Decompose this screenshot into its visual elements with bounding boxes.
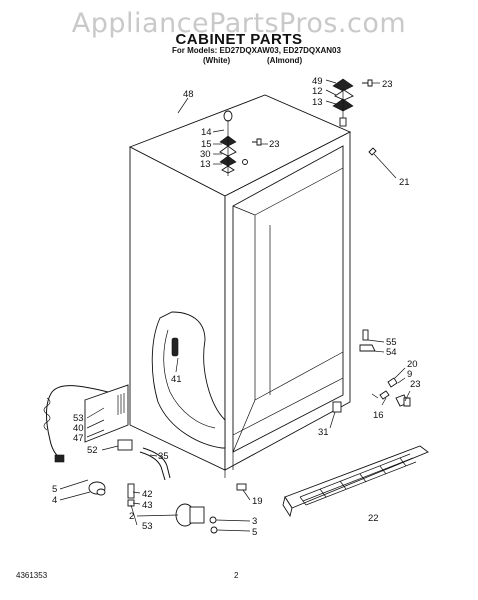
- callout-16: 16: [373, 410, 384, 421]
- callout-42: 42: [142, 489, 153, 500]
- callout-23b: 23: [269, 139, 280, 150]
- callout-12: 12: [312, 86, 323, 97]
- callout-15: 15: [201, 139, 212, 150]
- callout-41: 41: [171, 374, 182, 385]
- callout-53b: 53: [142, 521, 153, 532]
- callout-54: 54: [386, 347, 397, 358]
- cabinet-shell: [128, 94, 352, 478]
- callout-49: 49: [312, 76, 323, 87]
- electrical-components: [43, 384, 342, 534]
- document-number: 4361353: [16, 571, 48, 580]
- callout-55: 55: [386, 337, 397, 348]
- callout-43: 43: [142, 500, 153, 511]
- callout-22: 22: [368, 513, 379, 524]
- top-right-hinge-stack: [332, 78, 354, 127]
- callout-19: 19: [252, 496, 263, 507]
- callout-40: 40: [73, 423, 84, 434]
- callout-53: 53: [73, 413, 84, 424]
- watermark: AppliancePartsPros.com: [71, 8, 407, 39]
- callout-47: 47: [73, 433, 84, 444]
- callout-2: 2: [129, 511, 134, 522]
- callout-23: 23: [382, 79, 393, 90]
- page-number: 2: [234, 571, 239, 580]
- callout-30: 30: [200, 149, 211, 160]
- callout-13b: 13: [200, 159, 211, 170]
- callout-35: 35: [158, 451, 169, 462]
- almond-label: (Almond): [267, 56, 303, 65]
- callout-14: 14: [201, 127, 212, 138]
- callout-9: 9: [407, 369, 412, 380]
- callout-20: 20: [407, 359, 418, 370]
- callout-21: 21: [399, 177, 410, 188]
- white-label: (White): [203, 56, 231, 65]
- screws: [252, 79, 377, 156]
- callout-23c: 23: [410, 379, 421, 390]
- models-line: For Models: ED27DQXAW03, ED27DQXAN03: [172, 46, 341, 55]
- leader-lines: [59, 79, 411, 532]
- page-title: CABINET PARTS: [175, 31, 303, 48]
- callout-5b: 5: [252, 527, 257, 538]
- right-side-brackets: [359, 329, 411, 407]
- callout-52: 52: [87, 445, 98, 456]
- center-hinge-stack: [219, 110, 248, 176]
- callout-13: 13: [312, 97, 323, 108]
- callout-5: 5: [52, 484, 57, 495]
- callout-31: 31: [318, 427, 329, 438]
- base-grille: [282, 445, 429, 518]
- callout-labels: 49 23 12 13 48 14 15 23 30 13 21 55 54 2…: [52, 76, 421, 538]
- callout-4: 4: [52, 495, 57, 506]
- callout-3: 3: [252, 516, 257, 527]
- callout-48: 48: [183, 89, 194, 100]
